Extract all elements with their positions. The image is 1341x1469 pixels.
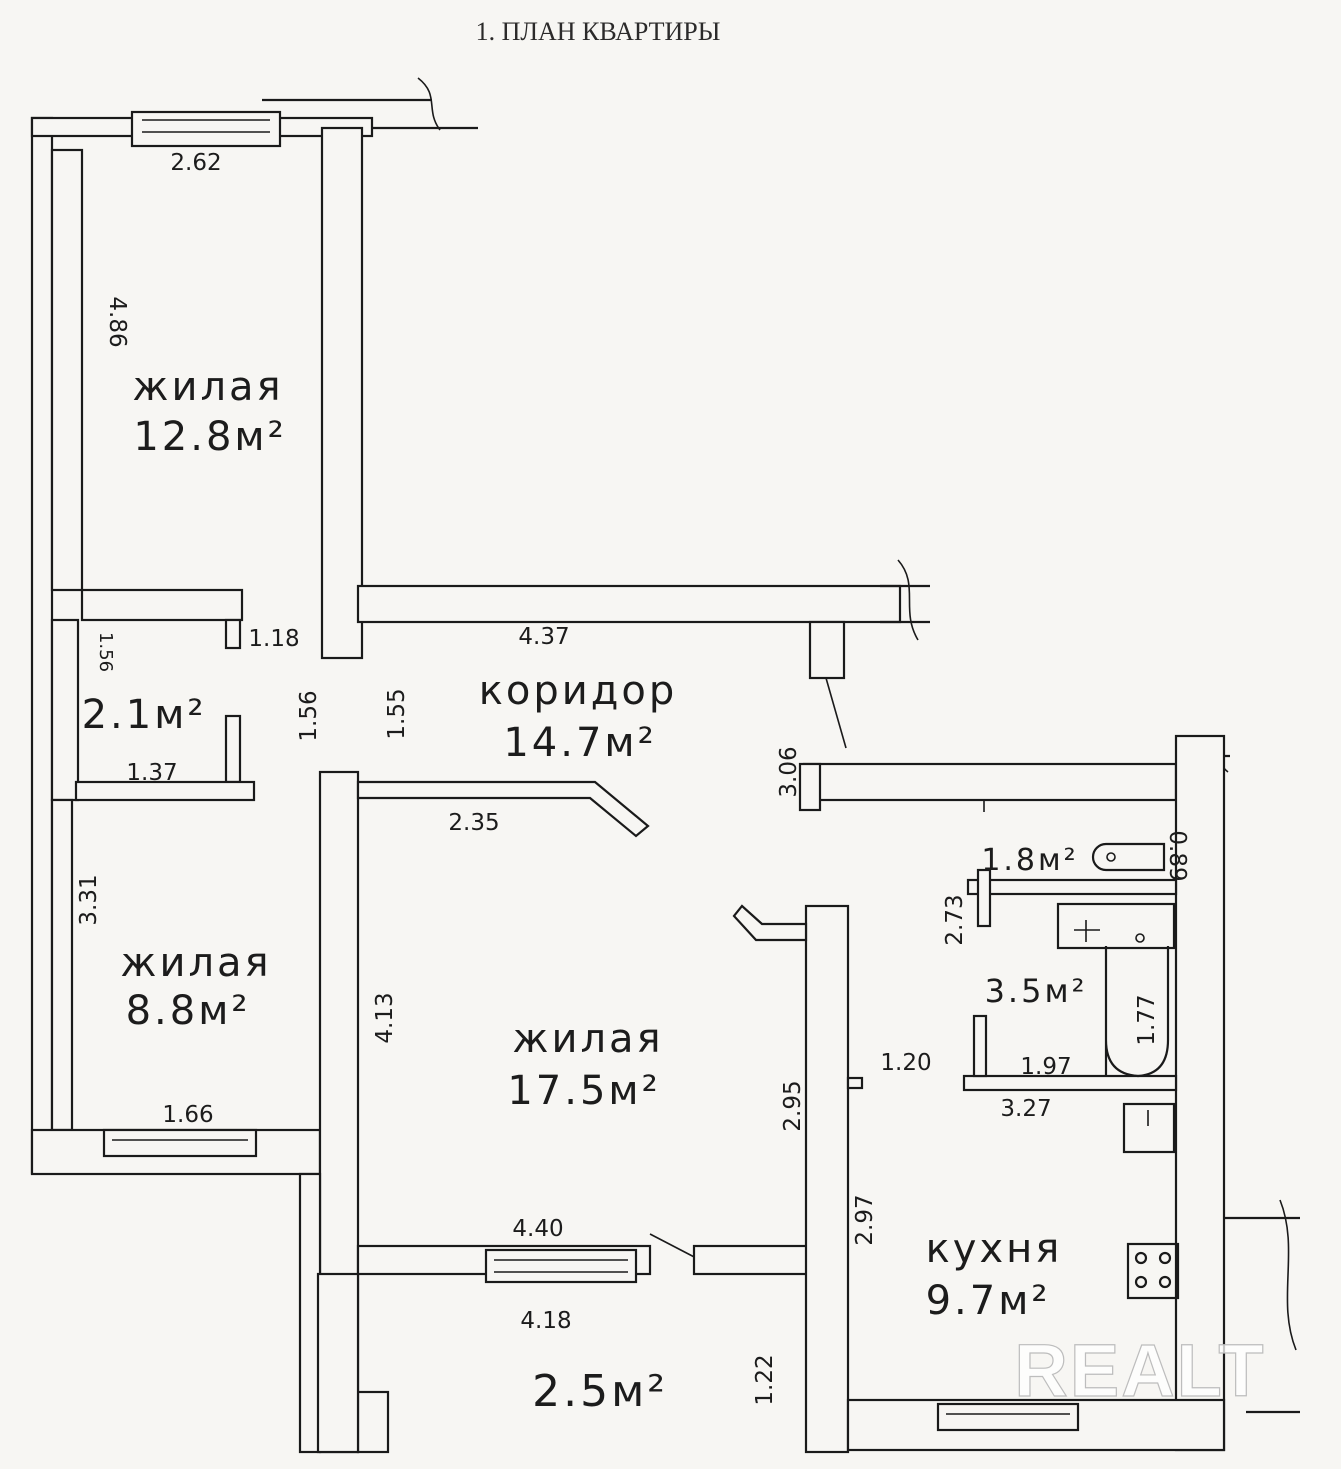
outer-left-wall bbox=[30, 116, 54, 1175]
dim-1-55: 1.55 bbox=[384, 688, 410, 739]
plan-title: 1. ПЛАН КВАРТИРЫ bbox=[476, 17, 721, 46]
toilet-bath-partition bbox=[966, 878, 1178, 896]
fixtures bbox=[1056, 842, 1180, 1300]
loggia-door-swing bbox=[649, 1233, 701, 1261]
storage-door-stub bbox=[224, 714, 242, 784]
dim-1-97: 1.97 bbox=[1020, 1054, 1071, 1080]
dim-1-37: 1.37 bbox=[126, 760, 177, 786]
dim-1-56: 1.56 bbox=[296, 690, 322, 741]
dim-1-20: 1.20 bbox=[880, 1050, 931, 1076]
storage-left-wall bbox=[50, 618, 80, 802]
living-right-wall bbox=[804, 904, 850, 1454]
dim-3-06: 3.06 bbox=[776, 746, 802, 797]
room-bedroom-top-name: жилая bbox=[132, 364, 283, 410]
dim-4-18: 4.18 bbox=[520, 1308, 571, 1334]
window-kitchen bbox=[936, 1402, 1080, 1432]
dim-2-97: 2.97 bbox=[852, 1194, 878, 1245]
room-corridor-name: коридор bbox=[479, 668, 678, 714]
dim-2-73: 2.73 bbox=[942, 894, 968, 945]
room-toilet-area: 1.8м² bbox=[981, 843, 1078, 878]
kitchen-sink-icon bbox=[1122, 1102, 1176, 1154]
living-top-wall bbox=[356, 780, 650, 838]
bathtub-icon bbox=[1056, 902, 1176, 950]
window-bedroom-left bbox=[102, 1128, 258, 1158]
kitchen-right-wall bbox=[1174, 734, 1226, 1452]
bathroom-top-wall bbox=[802, 762, 1178, 802]
bath-kitchen-partition bbox=[962, 1074, 1178, 1092]
storage-bottom-wall bbox=[74, 780, 256, 802]
room-kitchen-name: кухня bbox=[926, 1226, 1063, 1272]
room-bedroom-left-name: жилая bbox=[120, 940, 271, 986]
dim-4-40: 4.40 bbox=[512, 1216, 563, 1242]
room-loggia-area: 2.5м² bbox=[532, 1366, 668, 1417]
corridor-door-swing bbox=[825, 677, 847, 749]
window-top bbox=[130, 110, 282, 148]
dim-2-95: 2.95 bbox=[780, 1080, 806, 1131]
kitchen-door-stub bbox=[732, 904, 808, 942]
dim-4-86: 4.86 bbox=[104, 296, 130, 347]
room-living-name: жилая bbox=[512, 1016, 663, 1062]
bedroom-left-left-wall bbox=[50, 798, 74, 1132]
realt-watermark: REALT bbox=[1014, 1329, 1265, 1412]
stove-icon bbox=[1126, 1242, 1180, 1300]
dim-1-22: 1.22 bbox=[752, 1354, 778, 1405]
dim-4-13: 4.13 bbox=[372, 992, 398, 1043]
dim-0-89: 0.89 bbox=[1164, 830, 1190, 881]
room-bedroom-top-area: 12.8м² bbox=[133, 414, 286, 460]
room-kitchen-area: 9.7м² bbox=[926, 1278, 1051, 1324]
dim-1-77: 1.77 bbox=[1134, 994, 1160, 1045]
corridor-door-stub bbox=[808, 620, 846, 680]
dim-2-35: 2.35 bbox=[448, 810, 499, 836]
bedroom-top-right-wall bbox=[320, 126, 364, 660]
walls bbox=[30, 77, 1300, 1454]
dim-1-56-small: 1.56 bbox=[95, 632, 116, 672]
room-bedroom-left-area: 8.8м² bbox=[126, 988, 251, 1034]
room-storage-area: 2.1м² bbox=[82, 692, 207, 738]
room-labels: жилая 12.8м² 2.1м² жилая 8.8м² коридор 1… bbox=[82, 364, 1088, 1417]
dim-3-27: 3.27 bbox=[1000, 1096, 1051, 1122]
window-living bbox=[484, 1248, 638, 1284]
inner-left-wall-top bbox=[50, 148, 84, 592]
dim-2-62: 2.62 bbox=[170, 150, 221, 176]
corridor-top-wall bbox=[356, 584, 902, 624]
room-corridor-area: 14.7м² bbox=[503, 720, 656, 766]
toilet-icon bbox=[1091, 842, 1166, 872]
room-living-area: 17.5м² bbox=[507, 1068, 660, 1114]
bedroom-top-bottom-wall bbox=[80, 588, 244, 622]
dimensions: 2.62 4.86 1.18 1.56 1.56 1.55 4.37 1.37 … bbox=[76, 150, 1190, 1406]
loggia-left-wall bbox=[316, 1272, 360, 1454]
room-bathroom-area: 3.5м² bbox=[985, 972, 1088, 1010]
dim-1-18: 1.18 bbox=[248, 626, 299, 652]
dim-3-31: 3.31 bbox=[76, 874, 102, 925]
dim-1-66: 1.66 bbox=[162, 1102, 213, 1128]
dim-4-37: 4.37 bbox=[518, 624, 569, 650]
